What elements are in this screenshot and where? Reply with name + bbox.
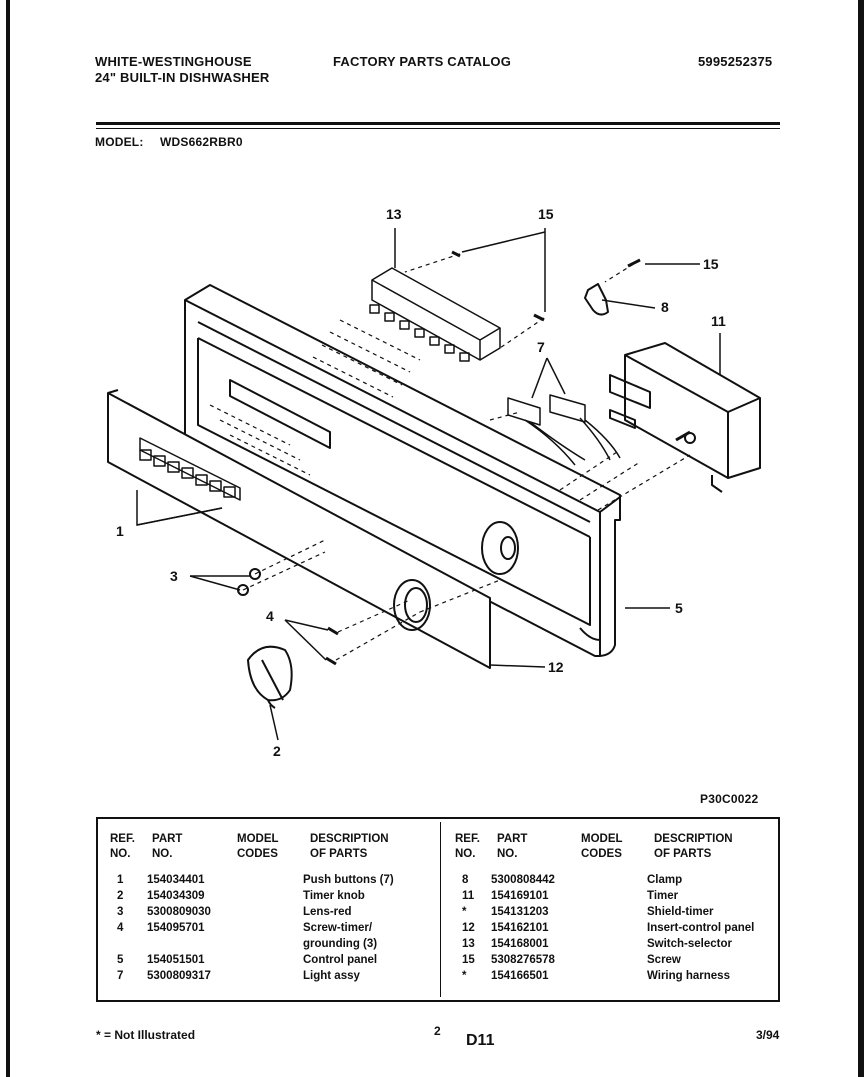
callout-15a: 15 (538, 206, 554, 222)
figure-code: P30C0022 (700, 792, 759, 806)
table-cell-desc: Screw (647, 954, 681, 966)
table-cell-part: 154034401 (147, 874, 205, 886)
table-cell-desc: Timer knob (303, 890, 365, 902)
callout-4: 4 (266, 608, 274, 624)
page-code: D11 (466, 1032, 495, 1049)
table-cell-desc: Switch-selector (647, 938, 732, 950)
switch-selector-part (369, 267, 501, 362)
table-cell-ref: 11 (462, 890, 475, 902)
table-cell-desc: Lens-red (303, 906, 352, 918)
callout-3: 3 (170, 568, 178, 584)
callout-8: 8 (661, 299, 669, 315)
callout-7: 7 (537, 339, 545, 355)
header-model-codes: MODEL CODES (237, 833, 279, 860)
header-part-no-right: PART NO. (497, 833, 528, 860)
table-cell-desc: Shield-timer (647, 906, 714, 918)
screw-part (327, 626, 339, 636)
table-cell-desc: Clamp (647, 874, 683, 886)
product-name: 24" BUILT-IN DISHWASHER (95, 70, 270, 85)
callout-15b: 15 (703, 256, 719, 272)
table-cell-ref: 13 (462, 938, 475, 950)
table-cell-ref: 5 (117, 954, 124, 966)
brand-name: WHITE-WESTINGHOUSE (95, 54, 252, 69)
table-cell-part: 154051501 (147, 954, 205, 966)
model-label: MODEL: (95, 135, 144, 149)
table-cell-ref: 15 (462, 954, 475, 966)
catalog-number: 5995252375 (698, 54, 773, 69)
exploded-parts-diagram: 13 15 15 8 11 7 1 3 4 2 12 5 (107, 206, 761, 759)
table-cell-ref: 4 (117, 922, 124, 934)
table-cell-part: 154169101 (491, 890, 549, 902)
table-cell-ref: 1 (117, 874, 124, 886)
page-border-left (6, 0, 10, 1077)
timer-part (609, 342, 761, 493)
table-cell-part: 5300809030 (147, 906, 211, 918)
table-cell-desc: Control panel (303, 954, 378, 966)
table-cell-part: 154168001 (491, 938, 549, 950)
table-cell-part: 5308276578 (491, 954, 555, 966)
not-illustrated-note: * = Not Illustrated (96, 1028, 196, 1042)
table-cell-ref: 7 (117, 970, 124, 982)
light-assy-part (507, 394, 621, 466)
control-panel-part (184, 284, 621, 657)
header-description-right: DESCRIPTION OF PARTS (654, 833, 733, 860)
table-cell-part: 154162101 (491, 922, 549, 934)
table-cell-desc: Insert-control panel (647, 922, 755, 934)
table-cell-part: 5300808442 (491, 874, 555, 886)
table-cell-part: 154095701 (147, 922, 205, 934)
header-rule-thick (96, 122, 780, 125)
table-cell-ref: 8 (462, 874, 469, 886)
callout-5: 5 (675, 600, 683, 616)
parts-table (96, 817, 780, 1002)
catalog-title: FACTORY PARTS CATALOG (333, 54, 512, 69)
header-model-codes-right: MODEL CODES (581, 833, 623, 860)
callout-1: 1 (116, 523, 124, 539)
table-cell-part: 154166501 (491, 970, 549, 982)
table-cell-desc: Timer (647, 890, 679, 902)
page-number: 2 (434, 1024, 441, 1038)
model-value: WDS662RBR0 (160, 135, 243, 149)
table-cell-ref: 2 (117, 890, 124, 902)
table-cell-desc: Push buttons (7) (303, 874, 394, 886)
table-cell-ref: 12 (462, 922, 475, 934)
timer-knob-part (247, 645, 293, 709)
callout-11: 11 (711, 313, 726, 329)
table-cell-ref: 3 (117, 906, 124, 918)
push-buttons-part (139, 437, 241, 501)
table-cell-part: 154131203 (491, 906, 549, 918)
table-cell-desc: Light assy (303, 970, 360, 982)
table-cell-part: 5300809317 (147, 970, 211, 982)
table-cell-desc: Wiring harness (647, 970, 730, 982)
clamp-part (584, 283, 609, 316)
table-cell-part: 154034309 (147, 890, 205, 902)
callout-2: 2 (273, 743, 281, 759)
header-description: DESCRIPTION OF PARTS (310, 833, 389, 860)
insert-panel-part (107, 389, 491, 669)
lens-red-part (249, 568, 261, 580)
table-cell-ref: * (462, 970, 467, 982)
header-ref-no: REF. NO. (110, 833, 135, 860)
header-ref-no-right: REF. NO. (455, 833, 480, 860)
table-cell-desc: Screw-timer/ (303, 922, 373, 934)
callout-12: 12 (548, 659, 564, 675)
header-rule-thin (96, 128, 780, 129)
table-cell-desc: grounding (3) (303, 938, 378, 950)
revision-date: 3/94 (756, 1028, 780, 1042)
header-part-no: PART NO. (152, 833, 183, 860)
page-border-right (858, 0, 864, 1077)
table-cell-ref: * (462, 906, 467, 918)
callout-13: 13 (386, 206, 402, 222)
table-divider (440, 822, 441, 997)
